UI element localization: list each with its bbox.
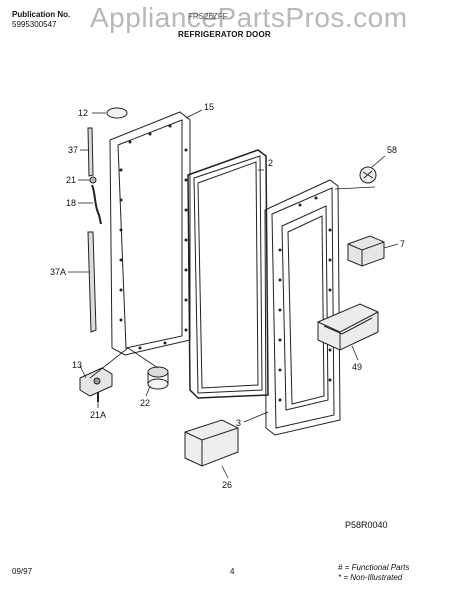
diagram-title: REFRIGERATOR DOOR [178, 30, 271, 39]
part-3-door-liner [264, 179, 341, 436]
callout-label: 22 [140, 398, 150, 408]
part-37-handle-upper [87, 127, 94, 177]
part-37A-handle-lower [87, 231, 97, 333]
callout-label: 13 [72, 360, 82, 370]
callout-label: 49 [352, 362, 362, 372]
part-22-bushing [147, 366, 169, 378]
part-15-frame [109, 111, 191, 356]
callout-label: 7 [400, 239, 405, 249]
callout-label: 12 [78, 108, 88, 118]
part-21-screw [89, 176, 97, 184]
publication-label: Publication No. [12, 10, 71, 19]
legend-functional: # = Functional Parts [338, 563, 410, 572]
callout-label: 37 [68, 145, 78, 155]
part-2-gasket [187, 149, 269, 399]
callout-label: 18 [66, 198, 76, 208]
page-number: 4 [230, 567, 235, 576]
part-12-cap [106, 107, 128, 119]
part-26-bin [184, 419, 239, 467]
part-7-cover [347, 235, 385, 267]
part-18-bracket [91, 184, 102, 225]
legend: # = Functional Parts * = Non-Illustrated [338, 563, 409, 583]
part-49-shelf [317, 303, 379, 351]
callout-label: 58 [387, 145, 397, 155]
callout-label: 21 [66, 175, 76, 185]
callout-label: 3 [236, 418, 241, 428]
callout-label: 21A [90, 410, 106, 420]
footer-date: 09/97 [12, 567, 33, 576]
legend-non-illustrated: * = Non-Illustrated [338, 573, 403, 582]
watermark: AppliancePartsPros.com [90, 2, 408, 33]
callout-label: 37A [50, 267, 66, 277]
reference-code: P58R0040 [345, 520, 388, 530]
model-number: FRS26ZFF [188, 12, 228, 21]
callout-label: 2 [268, 158, 273, 168]
publication-number: 5995300547 [12, 20, 57, 29]
callout-label: 15 [204, 102, 214, 112]
callout-label: 26 [222, 480, 232, 490]
